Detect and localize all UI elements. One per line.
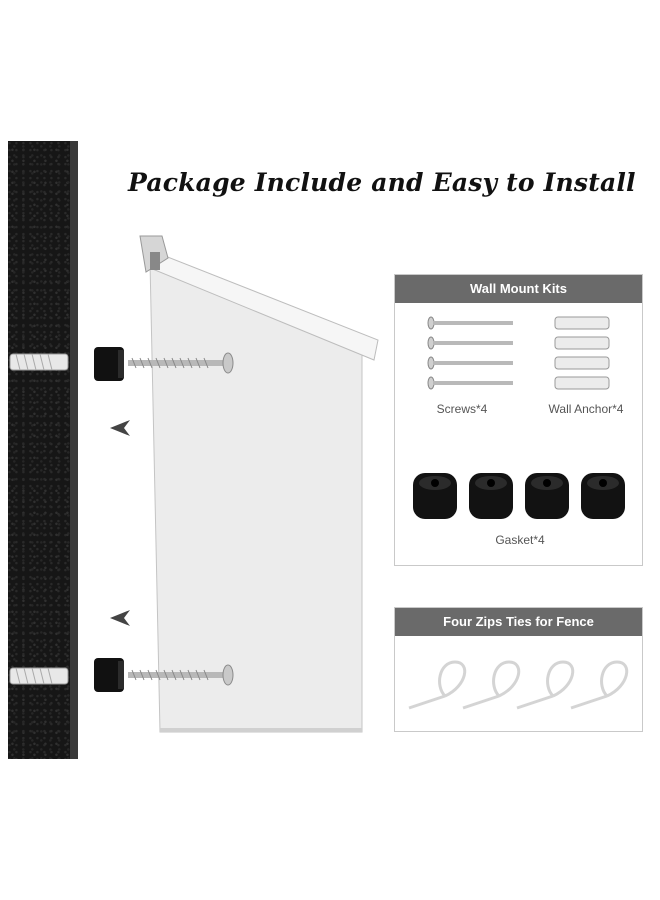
wall-edge: [70, 141, 78, 759]
zip-ties-header: Four Zips Ties for Fence: [395, 608, 642, 636]
wall-mount-kits-panel: Wall Mount Kits Screws*4 Wall Anchor*4 G…: [394, 274, 643, 566]
arrow-marker-lower: [110, 610, 130, 626]
zip-ties-image: [408, 660, 629, 710]
screws-label: Screws*4: [436, 402, 488, 416]
lower-anchor: [9, 667, 69, 685]
arrow-marker-upper: [110, 420, 130, 436]
page-title: Package Include and Easy to Install: [128, 168, 636, 197]
screws-image: [427, 316, 513, 390]
lower-gasket: [94, 658, 124, 692]
wall-surface: [8, 141, 70, 759]
wall-mount-kits-header: Wall Mount Kits: [395, 275, 642, 303]
wall-anchors-image: [554, 316, 610, 390]
lower-screw: [128, 664, 234, 686]
zip-ties-panel: Four Zips Ties for Fence: [394, 607, 643, 732]
wall-anchor-label: Wall Anchor*4: [548, 402, 624, 416]
gasket-label: Gasket*4: [495, 533, 545, 547]
upper-screw: [128, 352, 234, 374]
gaskets-image: [413, 473, 625, 519]
upper-gasket: [94, 347, 124, 381]
installation-illustration: [9, 235, 379, 733]
upper-anchor: [9, 353, 69, 371]
